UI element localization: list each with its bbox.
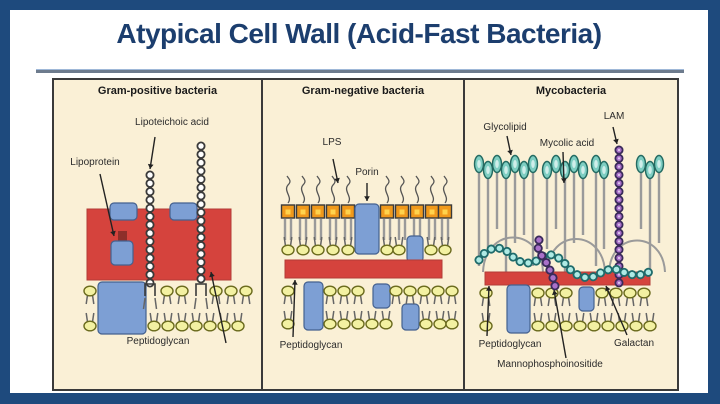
label-mannophosphoinositide: Mannophosphoinositide	[497, 359, 603, 370]
panel-header-gram-negative: Gram-negative bacteria	[301, 85, 425, 97]
label-lipoprotein: Lipoprotein	[70, 157, 120, 168]
lipoteichoic-acid-chains	[145, 141, 206, 288]
mycobacteria-diagram	[473, 126, 666, 359]
cell-wall-figure: Gram-positive bacteria Lipoteichoic acid…	[52, 78, 679, 391]
label-peptidoglycan-gp: Peptidoglycan	[126, 336, 190, 347]
label-glycolipid: Glycolipid	[483, 122, 527, 133]
mannophosphoinositide-chain	[533, 235, 560, 297]
lipoprotein-shape	[110, 231, 134, 266]
label-lipoteichoic-acid: Lipoteichoic acid	[135, 117, 209, 128]
annotation-arrows	[485, 126, 628, 359]
annotation-arrows	[99, 136, 227, 344]
panel-header-gram-positive: Gram-positive bacteria	[97, 85, 218, 97]
mycolic-acid-stalks-and-glycolipids	[473, 154, 665, 272]
gram-negative-diagram	[280, 158, 459, 338]
label-peptidoglycan-gn: Peptidoglycan	[279, 340, 343, 351]
plasma-membrane	[479, 284, 657, 334]
galactan-chain	[474, 243, 654, 283]
slide: Atypical Cell Wall (Acid-Fast Bacteria) …	[10, 10, 708, 393]
label-galactan: Galactan	[613, 338, 655, 349]
page-title: Atypical Cell Wall (Acid-Fast Bacteria)	[116, 18, 602, 49]
label-lps: LPS	[322, 137, 342, 148]
label-porin: Porin	[355, 167, 379, 178]
label-lam: LAM	[603, 111, 625, 122]
plasma-membrane	[281, 281, 459, 331]
annotation-arrows	[292, 158, 370, 338]
thin-peptidoglycan-layer	[284, 259, 443, 279]
outer-membrane-inner-leaflet	[281, 235, 452, 263]
label-peptidoglycan-myco: Peptidoglycan	[478, 339, 542, 350]
gram-positive-diagram	[83, 136, 253, 344]
porin-shape	[354, 203, 380, 255]
panel-gram-positive: Gram-positive bacteria Lipoteichoic acid…	[54, 80, 263, 389]
label-mycolic-acid: Mycolic acid	[539, 138, 595, 149]
panel-mycobacteria: Mycobacteria Glycolipid Mycolic acid LAM…	[465, 80, 677, 389]
plasma-membrane	[83, 281, 253, 335]
outer-membrane-lps-row	[280, 175, 453, 240]
title-underline	[36, 69, 684, 73]
panel-header-mycobacteria: Mycobacteria	[535, 85, 607, 97]
panel-gram-negative: Gram-negative bacteria LPS Porin Peptido…	[263, 80, 465, 389]
